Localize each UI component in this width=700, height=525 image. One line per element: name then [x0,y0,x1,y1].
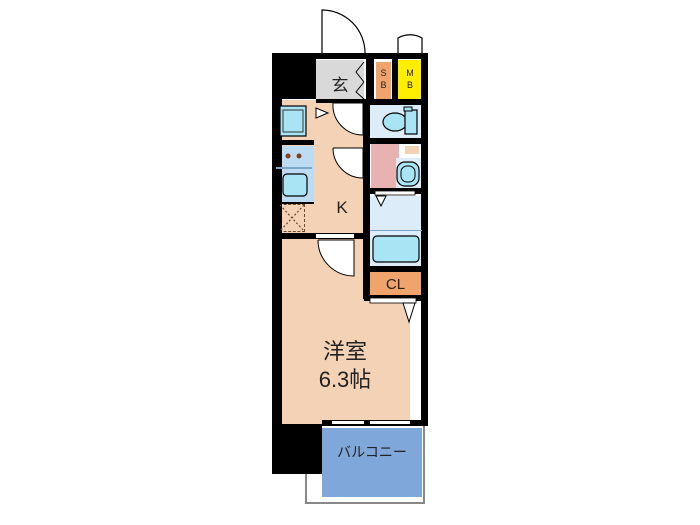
western-room-size: 6.3帖 [318,367,372,392]
entrance-label: 玄 [331,75,349,95]
shoe-box-label-b: B [380,80,387,90]
shoe-box [376,62,391,100]
meter-box-label-m: M [406,68,414,78]
western-room-label: 洋室 [322,339,367,364]
kitchen-label: K [336,198,348,217]
meter-box [398,60,422,100]
entrance-area [316,60,364,102]
shoe-box-label-s: S [380,68,387,78]
closet [369,272,422,296]
balcony [322,428,422,497]
toilet-room [371,144,399,188]
closet-label: CL [385,275,406,293]
meter-box-label-b: B [406,80,413,90]
balcony-label: バルコニー [337,444,407,460]
